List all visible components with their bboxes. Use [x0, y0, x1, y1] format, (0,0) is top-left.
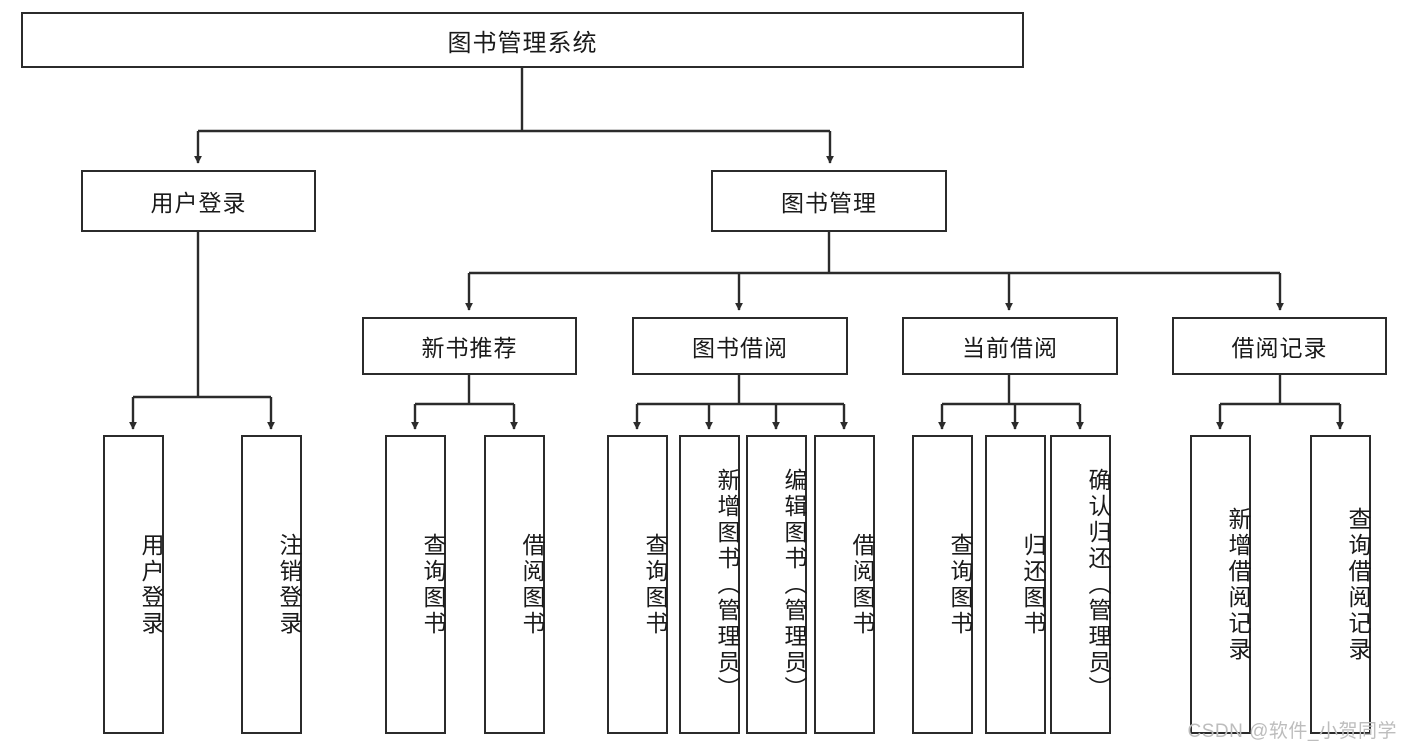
- node-level2-user-login[interactable]: 用户登录: [81, 170, 316, 232]
- node-label: 新增借阅记录: [1225, 506, 1251, 663]
- node-leaf-logout[interactable]: 注销登录: [241, 435, 302, 734]
- node-label: 借阅记录: [1231, 335, 1328, 361]
- node-leaf-query-books-borrow[interactable]: 查询图书: [607, 435, 668, 734]
- node-label: 图书管理: [781, 190, 877, 216]
- node-label: 新增图书（管理员）: [714, 467, 740, 702]
- node-label: 当前借阅: [962, 335, 1058, 361]
- node-root-label: 图书管理系统: [447, 29, 598, 57]
- node-leaf-borrow-books-recommend[interactable]: 借阅图书: [484, 435, 545, 734]
- node-leaf-query-borrow-record[interactable]: 查询借阅记录: [1310, 435, 1371, 734]
- node-label: 查询图书: [642, 532, 668, 637]
- node-leaf-edit-book-admin[interactable]: 编辑图书（管理员）: [746, 435, 807, 734]
- node-label: 新书推荐: [421, 335, 518, 361]
- watermark: CSDN @软件_小贺同学: [1187, 721, 1397, 742]
- node-leaf-add-borrow-record[interactable]: 新增借阅记录: [1190, 435, 1251, 734]
- node-label: 查询图书: [420, 532, 446, 637]
- node-label: 编辑图书（管理员）: [781, 467, 807, 702]
- node-leaf-query-books-current[interactable]: 查询图书: [912, 435, 973, 734]
- node-label: 借阅图书: [849, 532, 875, 637]
- node-label: 查询图书: [947, 532, 973, 637]
- node-level3-borrow-records[interactable]: 借阅记录: [1172, 317, 1387, 375]
- node-label: 用户登录: [138, 532, 164, 637]
- node-level3-current-borrow[interactable]: 当前借阅: [902, 317, 1118, 375]
- node-level2-book-management[interactable]: 图书管理: [711, 170, 947, 232]
- node-leaf-return-book[interactable]: 归还图书: [985, 435, 1046, 734]
- node-leaf-add-book-admin[interactable]: 新增图书（管理员）: [679, 435, 740, 734]
- node-root[interactable]: 图书管理系统: [21, 12, 1024, 68]
- node-label: 用户登录: [150, 190, 247, 216]
- node-level3-book-borrow[interactable]: 图书借阅: [632, 317, 848, 375]
- node-leaf-borrow-book[interactable]: 借阅图书: [814, 435, 875, 734]
- node-level3-new-book-recommend[interactable]: 新书推荐: [362, 317, 577, 375]
- node-label: 图书借阅: [692, 335, 788, 361]
- node-label: 归还图书: [1020, 532, 1046, 637]
- node-label: 注销登录: [276, 532, 302, 637]
- node-leaf-query-books-recommend[interactable]: 查询图书: [385, 435, 446, 734]
- node-label: 查询借阅记录: [1345, 506, 1371, 663]
- node-label: 确认归还（管理员）: [1085, 467, 1111, 702]
- node-leaf-user-login[interactable]: 用户登录: [103, 435, 164, 734]
- node-label: 借阅图书: [519, 532, 545, 637]
- node-leaf-confirm-return-admin[interactable]: 确认归还（管理员）: [1050, 435, 1111, 734]
